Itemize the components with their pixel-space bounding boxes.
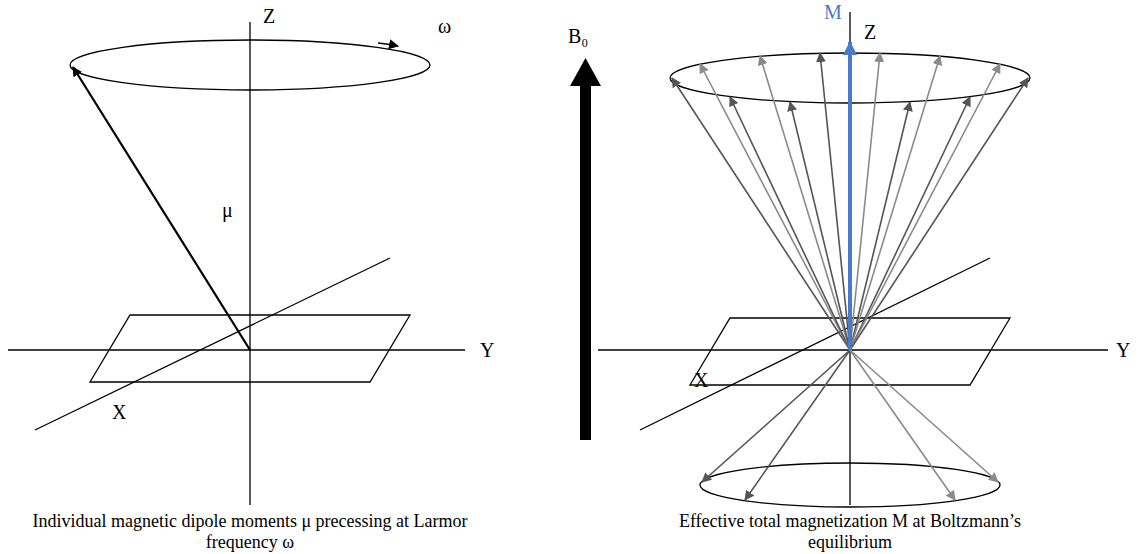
figure-caption: Individual magnetic dipole moments μ pre… (30, 511, 470, 553)
axis-label: Y (480, 340, 494, 360)
vector-label: μ (222, 200, 233, 220)
axis-label: X (112, 402, 126, 422)
axis-label: Y (1116, 340, 1130, 360)
left-axes (8, 22, 465, 505)
field-label: B₀ (568, 26, 588, 46)
dipole-vector (73, 67, 250, 350)
figure-caption: Effective total magnetization M at Boltz… (640, 511, 1060, 553)
axis-label: X (694, 370, 708, 390)
frequency-label: ω (438, 16, 451, 36)
axis-label: Z (263, 6, 275, 26)
right-axes (598, 12, 1108, 507)
magnetization-vector (848, 42, 852, 350)
field-arrow (570, 58, 601, 440)
magnetization-label: M (824, 2, 842, 22)
axis-label: Z (864, 22, 876, 42)
